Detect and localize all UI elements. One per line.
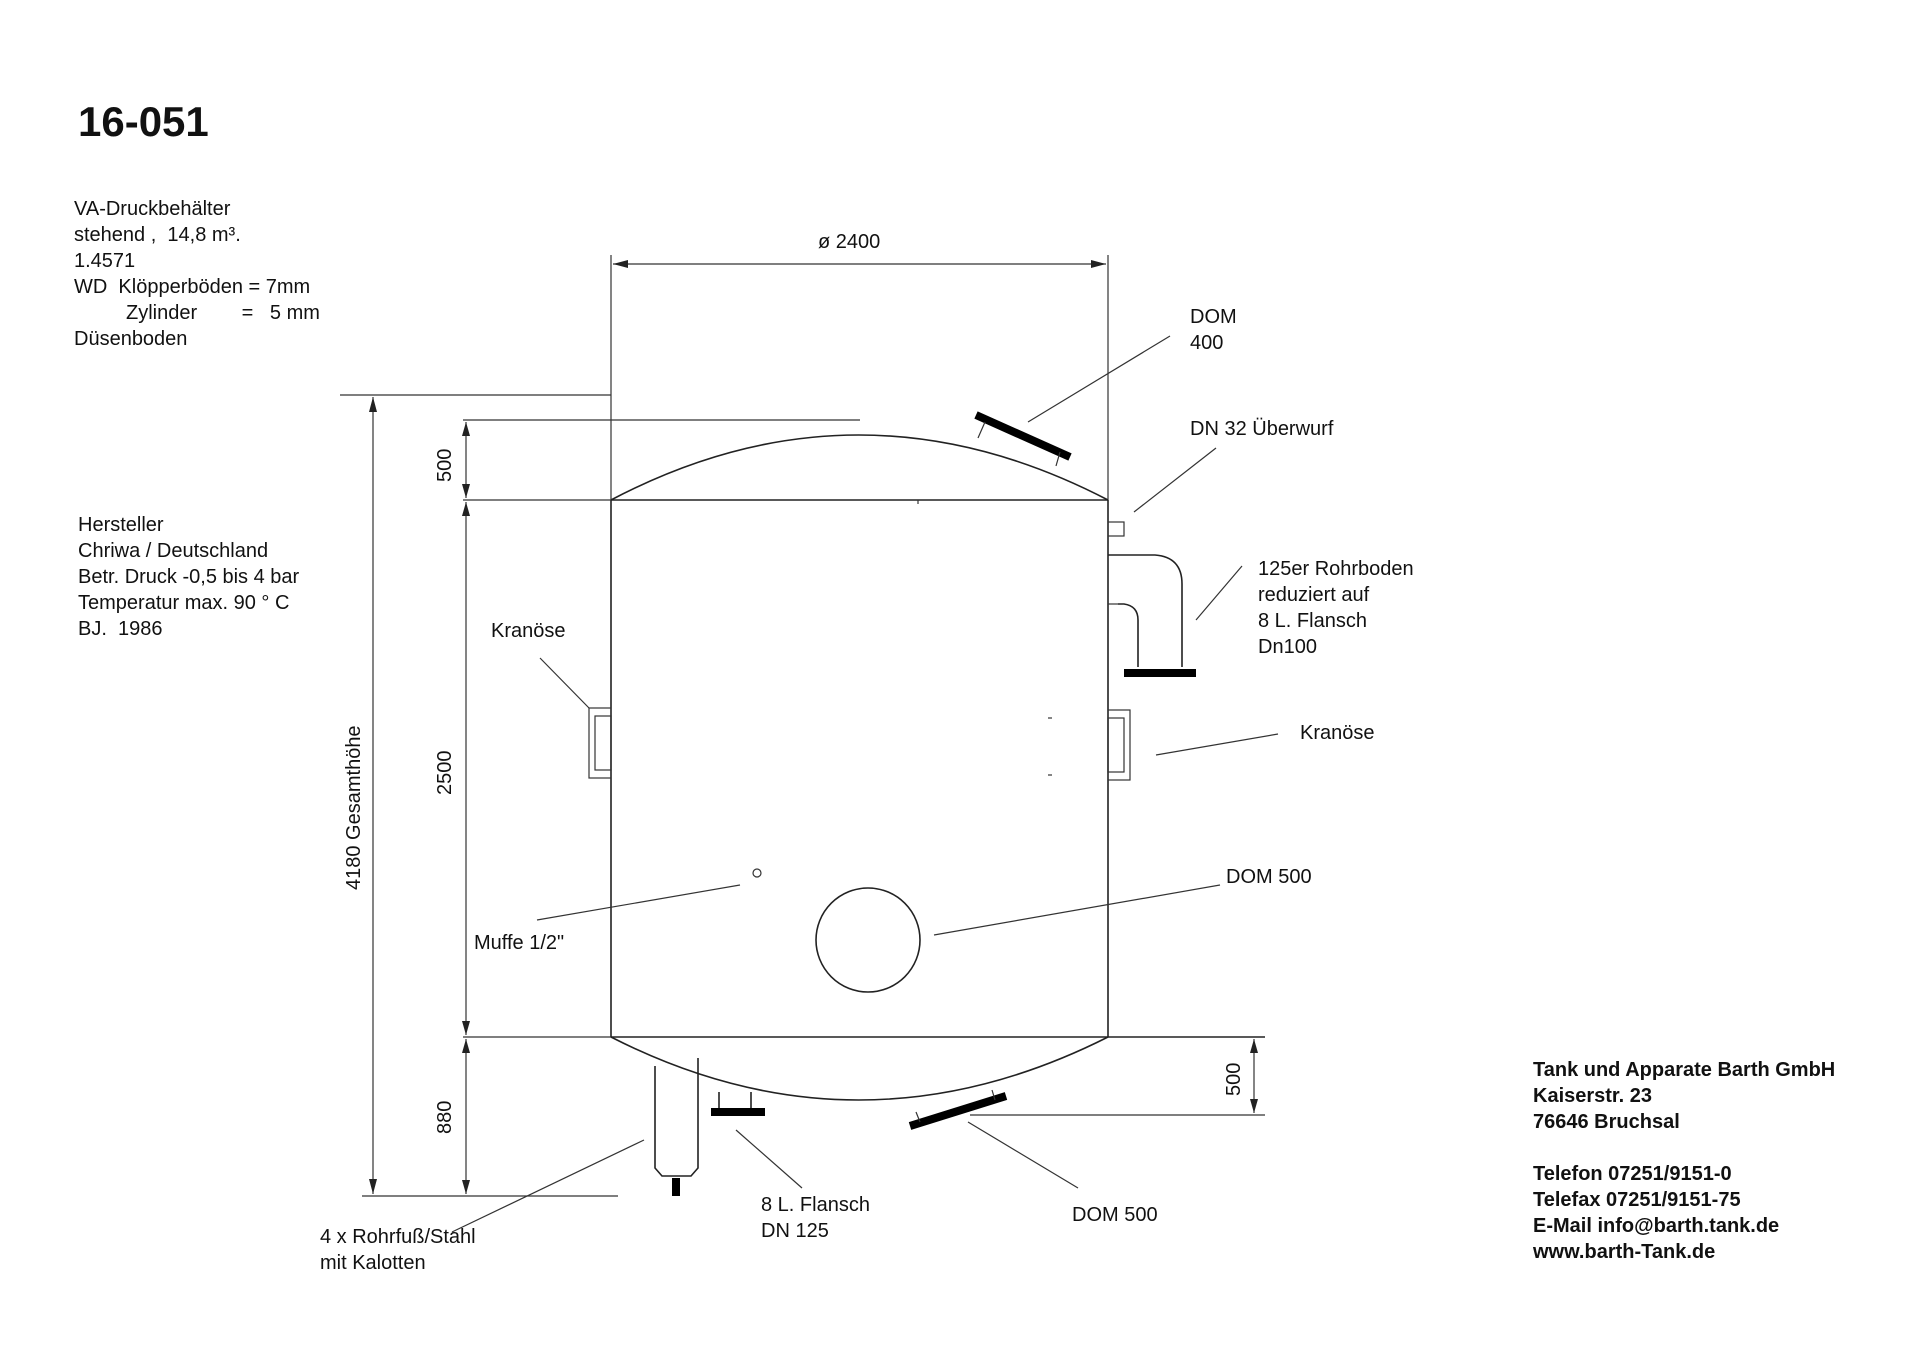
maker-line-5: BJ. 1986 (78, 618, 163, 640)
lifting-lug-left (539, 657, 612, 779)
bottom-flange (711, 1092, 803, 1189)
label-rohrboden-4: Dn100 (1258, 636, 1317, 658)
bottom-head-label: 500 (1223, 1063, 1245, 1096)
dom-400-manhole (974, 335, 1171, 467)
label-dom500-bottom: DOM 500 (1072, 1204, 1158, 1226)
drawing-number: 16-051 (78, 98, 209, 145)
label-muffe: Muffe 1/2" (474, 932, 565, 954)
spec-line-3: 1.4571 (74, 250, 136, 272)
top-head-label: 500 (434, 449, 456, 482)
spec-line-1: VA-Druckbehälter (74, 198, 231, 220)
tank-body (610, 434, 1265, 1101)
company-street: Kaiserstr. 23 (1533, 1085, 1652, 1107)
label-rohrfuss-1: 4 x Rohrfuß/Stahl (320, 1226, 476, 1248)
bottom-head-dimension: 500 (970, 1039, 1265, 1116)
dom-500-bottom-manhole (908, 1089, 1079, 1189)
company-city: 76646 Bruchsal (1533, 1111, 1680, 1133)
label-rohrfuss-2: mit Kalotten (320, 1252, 426, 1274)
label-flansch-2: DN 125 (761, 1220, 829, 1242)
label-kranoese-left: Kranöse (491, 620, 566, 642)
rohrboden-pipe (1108, 554, 1243, 677)
cylinder-dimension: 2500 (434, 502, 611, 1038)
spec-line-5: Zylinder = 5 mm (126, 302, 320, 324)
label-dom-top-1: DOM (1190, 306, 1237, 328)
label-kranoese-right: Kranöse (1300, 722, 1375, 744)
bottom-dimension: 880 (434, 1039, 470, 1194)
maker-line-3: Betr. Druck -0,5 bis 4 bar (78, 566, 300, 588)
label-dom-top-2: 400 (1190, 332, 1224, 354)
spec-line-2: stehend , 14,8 m³. (74, 224, 241, 246)
diameter-dimension: ø 2400 (610, 231, 1109, 500)
diameter-label: ø 2400 (818, 231, 880, 253)
dom-500-side-manhole (815, 884, 1221, 993)
bottom-label: 880 (434, 1101, 456, 1134)
lifting-lug-right (1107, 709, 1279, 781)
total-height-label: 4180 Gesamthöhe (343, 725, 365, 890)
spec-line-4: WD Klöpperböden = 7mm (74, 276, 311, 298)
company-name: Tank und Apparate Barth GmbH (1533, 1059, 1836, 1081)
company-email: E-Mail info@barth.tank.de (1533, 1215, 1780, 1237)
label-dom500-side: DOM 500 (1226, 866, 1312, 888)
label-dn32: DN 32 Überwurf (1190, 418, 1334, 440)
company-web: www.barth-Tank.de (1533, 1241, 1716, 1263)
maker-line-2: Chriwa / Deutschland (78, 540, 269, 562)
label-rohrboden-2: reduziert auf (1258, 584, 1370, 606)
spec-line-6: Düsenboden (74, 328, 188, 350)
maker-line-1: Hersteller (78, 514, 164, 536)
muffe-socket (536, 868, 762, 921)
top-head-dimension: 500 (434, 422, 470, 498)
label-rohrboden-3: 8 L. Flansch (1258, 610, 1367, 632)
support-leg (362, 1058, 699, 1233)
label-rohrboden-1: 125er Rohrboden (1258, 558, 1414, 580)
label-flansch-1: 8 L. Flansch (761, 1194, 870, 1216)
company-fax: Telefax 07251/9151-75 (1533, 1189, 1741, 1211)
dn32-nozzle (1107, 447, 1217, 537)
company-phone: Telefon 07251/9151-0 (1533, 1163, 1732, 1185)
cylinder-label: 2500 (434, 751, 456, 796)
maker-line-4: Temperatur max. 90 ° C (78, 592, 290, 614)
total-height-dimension: 4180 Gesamthöhe (343, 397, 377, 1194)
